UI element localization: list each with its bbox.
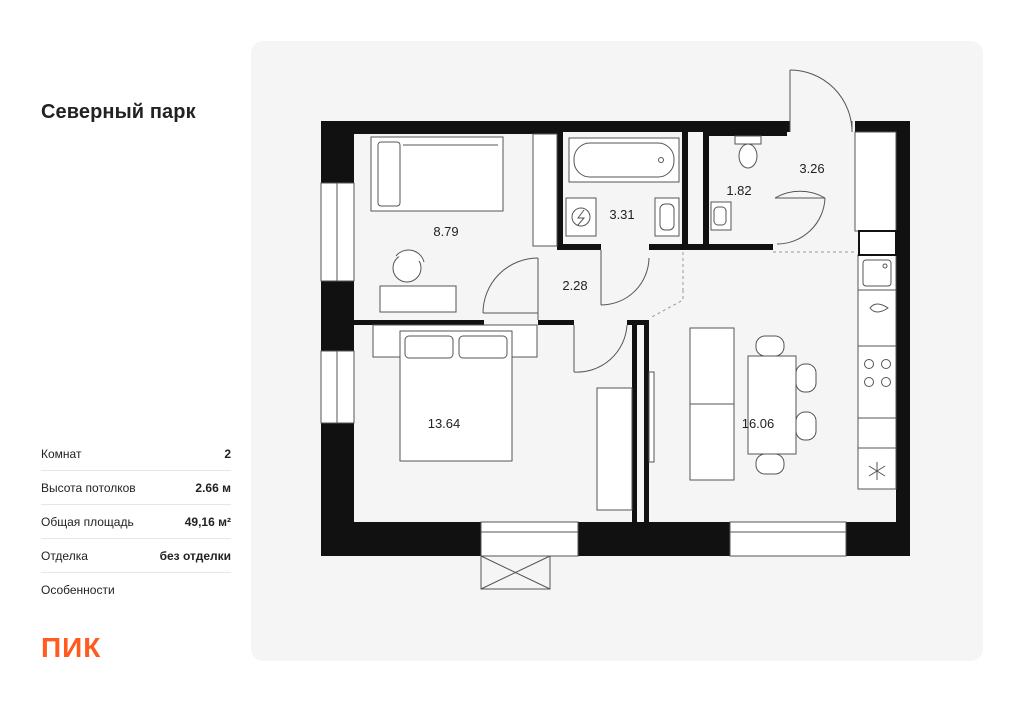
small-sink-icon xyxy=(710,201,732,231)
sofa-icon xyxy=(689,327,735,481)
property-label: Отделка xyxy=(41,548,88,563)
balcony xyxy=(480,555,551,590)
room-area-kitchen-living: 16.06 xyxy=(742,416,775,431)
property-row-features: Особенности xyxy=(41,573,231,606)
bed-single-icon xyxy=(370,136,504,212)
wardrobe-2-icon xyxy=(596,387,633,511)
washing-machine-icon xyxy=(565,197,597,237)
property-row-ceiling-height: Высота потолков 2.66 м xyxy=(41,471,231,505)
room-area-hall: 2.28 xyxy=(562,278,587,293)
bed-double-icon xyxy=(372,324,538,462)
kitchen-counter-icon xyxy=(857,254,897,490)
windows xyxy=(320,131,897,557)
room-area-bedroom-small: 8.79 xyxy=(433,224,458,239)
property-row-finishing: Отделка без отделки xyxy=(41,539,231,573)
room-area-entry: 3.26 xyxy=(799,161,824,176)
property-value: 49,16 м² xyxy=(184,514,231,529)
property-label: Особенности xyxy=(41,582,115,597)
property-label: Высота потолков xyxy=(41,480,136,495)
pik-logo: ПИК xyxy=(41,632,102,663)
outer-walls xyxy=(321,121,910,556)
property-value: 2 xyxy=(224,446,231,461)
zone-lines xyxy=(649,251,855,319)
property-value: 2.66 м xyxy=(195,480,231,495)
project-title: Северный парк xyxy=(41,101,196,123)
property-label: Комнат xyxy=(41,446,82,461)
property-value: без отделки xyxy=(159,548,231,563)
cabinet-icon xyxy=(858,230,897,256)
sink-icon xyxy=(654,197,680,237)
dining-table-icon xyxy=(747,335,817,475)
tv-stand-icon xyxy=(648,371,655,463)
property-row-rooms: Комнат 2 xyxy=(41,437,231,471)
room-area-bedroom-large: 13.64 xyxy=(428,416,461,431)
doors xyxy=(482,69,853,373)
toilet-icon xyxy=(734,135,762,169)
desk-chair-icon xyxy=(379,249,457,313)
snowflake-icon xyxy=(868,462,886,480)
room-area-toilet: 1.82 xyxy=(726,183,751,198)
apartment-properties: Комнат 2 Высота потолков 2.66 м Общая пл… xyxy=(41,437,231,606)
wardrobe-icon xyxy=(532,133,558,247)
property-label: Общая площадь xyxy=(41,514,134,529)
room-area-bathroom: 3.31 xyxy=(609,207,634,222)
property-row-total-area: Общая площадь 49,16 м² xyxy=(41,505,231,539)
bathtub-icon xyxy=(568,137,680,183)
interior-walls xyxy=(354,132,787,522)
